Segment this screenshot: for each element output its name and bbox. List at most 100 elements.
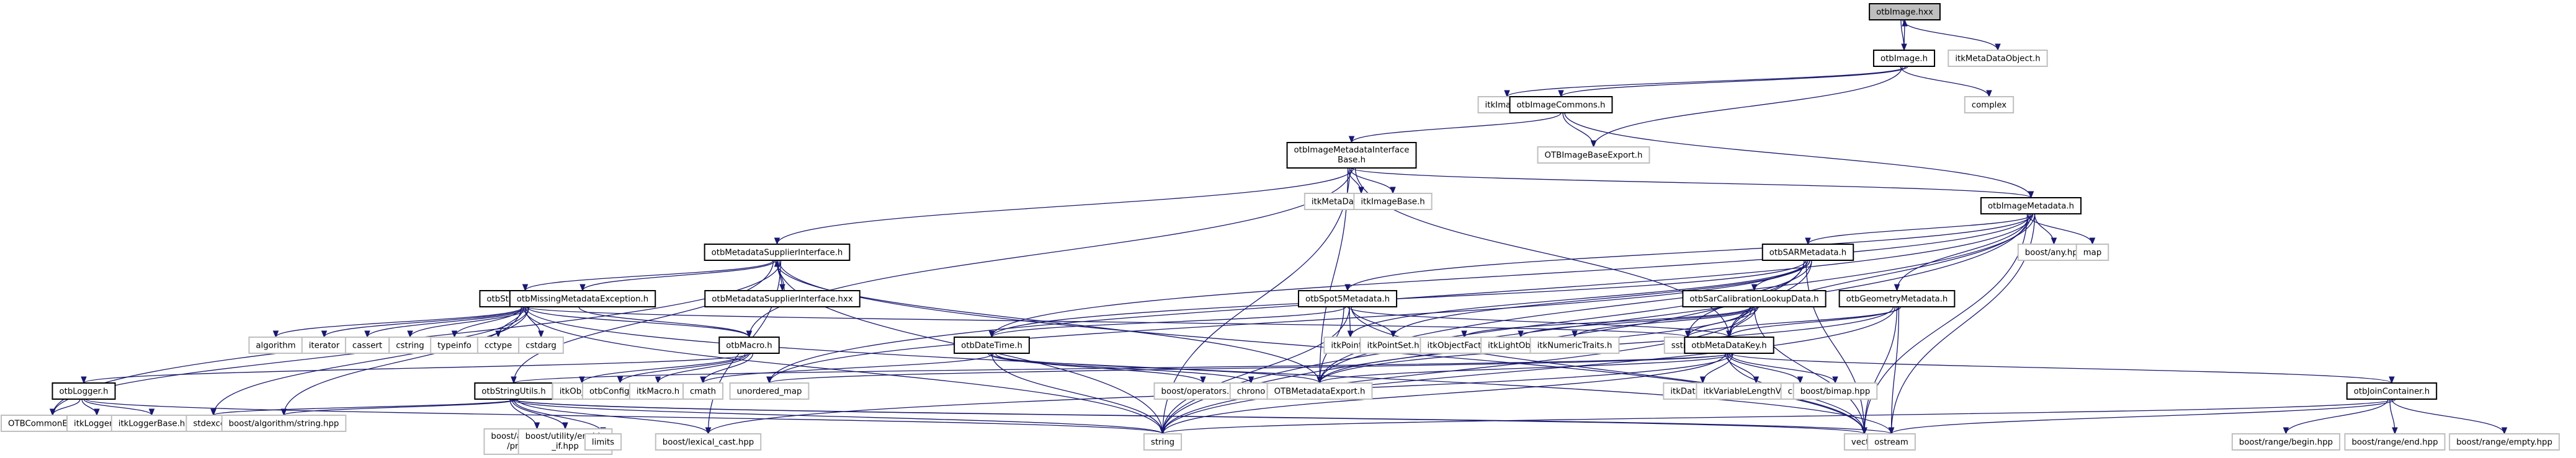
node-otbmetadataexport: OTBMetadataExport.h: [1266, 382, 1373, 400]
node-label: otbStringUtils.h: [481, 387, 545, 397]
arrowhead: [272, 330, 279, 338]
edge-otbimagemetadata-to-otbspot5metadata: [1347, 213, 2034, 291]
node-otbimagemetadata[interactable]: otbImageMetadata.h: [1980, 197, 2082, 214]
arrowhead: [1344, 284, 1351, 292]
node-otbmacro[interactable]: otbMacro.h: [718, 337, 780, 354]
edge-otbgeometrymetadata-to-ostream: [1890, 306, 1900, 434]
edge-otbmetadatakey-to-boost_bimap: [1729, 353, 1836, 384]
node-label: boost/range/empty.hpp: [2456, 438, 2552, 447]
edge-otbspot5metadata-to-otbdatetime: [991, 306, 1346, 338]
node-otbsarmetadata[interactable]: otbSARMetadata.h: [1761, 244, 1854, 261]
node-ostream: ostream: [1867, 433, 1916, 451]
node-box: [628, 382, 687, 400]
edge-otbmacro-to-otbconfigure: [619, 353, 748, 384]
arrowhead: [988, 330, 995, 338]
edge-otbsarcalibrationlookupdata-to-otbmetadatakey: [1729, 306, 1757, 338]
node-otbimage-h[interactable]: otbImage.h: [1872, 50, 1936, 67]
node-otbmissingmetadataexception[interactable]: otbMissingMetadataException.h: [509, 290, 656, 307]
node-label: otbSarCalibrationLookupData.h: [1689, 295, 1818, 304]
node-box: [1297, 290, 1398, 307]
node-otbgeometrymetadata[interactable]: otbGeometryMetadata.h: [1838, 290, 1956, 307]
node-otbstringutils[interactable]: otbStringUtils.h: [474, 382, 553, 400]
node-box: [704, 290, 861, 307]
node-label: boost/range/begin.hpp: [2239, 438, 2333, 447]
edge-otbmacro-to-otblogger: [83, 353, 752, 384]
edge-otbstringutilities-to-cassert: [367, 306, 528, 338]
node-otbimagecommons[interactable]: otbImageCommons.h: [1509, 96, 1613, 113]
edge-otbstringutils-to-limits: [513, 399, 604, 434]
node-box: [110, 415, 193, 432]
node-box: [509, 290, 656, 307]
node-label: limits: [592, 438, 614, 447]
edge-otbspot5metadata-to-string: [1162, 306, 1350, 434]
edge-otbmacro-to-itkmacro: [657, 353, 750, 384]
arrowhead: [1317, 376, 1323, 384]
edge-otbmetadatakey-to-cstdio: [1727, 353, 1801, 384]
node-label: itkMetaDataObject.h: [1955, 55, 2040, 64]
edge-otbimagemetadata-to-boost_any: [2034, 213, 2055, 245]
arrowhead: [1504, 90, 1510, 98]
node-box: [1964, 96, 2015, 113]
node-otbmetadatasupplierinterface-hxx[interactable]: otbMetadataSupplierInterface.hxx: [704, 290, 861, 307]
arrowhead: [522, 284, 529, 292]
node-label: otbImage.h: [1881, 55, 1928, 64]
arrowhead: [538, 330, 544, 338]
node-otbmetadatasupplierinterface[interactable]: otbMetadataSupplierInterface.h: [704, 244, 851, 261]
node-boost-range-end: boost/range/end.hpp: [2344, 433, 2446, 451]
edge-otbdatetime-to-cmath: [702, 353, 995, 384]
node-box: [718, 337, 780, 354]
edge-otbsarmetadata-to-unordered_map: [769, 260, 1809, 384]
edge-otbstringutilities-to-cstring: [409, 306, 530, 338]
node-otbimage-hxx[interactable]: otbImage.hxx: [1869, 3, 1941, 20]
arrowhead: [407, 330, 413, 338]
edge-otbimagemetadata-to-otbsarmetadata: [1807, 213, 2034, 245]
node-otbspot5metadata[interactable]: otbSpot5Metadata.h: [1297, 290, 1398, 307]
arrowhead: [1894, 284, 1900, 292]
edge-otbimagecommons-to-otbimagemetadata: [1564, 112, 2032, 198]
edge-otbmetadatakey-to-string: [1162, 353, 1726, 434]
node-otbmetadatakey[interactable]: otbMetaDataKey.h: [1684, 337, 1774, 354]
node-box: [1509, 96, 1613, 113]
edge-otbimage_h-to-itkimage: [1506, 66, 1907, 97]
node-label: otbImageMetadataInterface: [1294, 146, 1410, 155]
node-label: itkNumericTraits.h: [1537, 341, 1612, 351]
node-box: [584, 433, 622, 451]
arrowhead: [617, 376, 624, 384]
edge-otbstringutils-to-ostream: [513, 399, 1892, 434]
arrowhead: [655, 376, 661, 384]
node-label: typeinfo: [437, 341, 472, 351]
edge-otbstringutils-to-string: [509, 399, 1163, 434]
edge-otbstringutils-to-boost_algorithm_string: [283, 399, 518, 416]
node-otblogger[interactable]: otbLogger.h: [51, 382, 116, 400]
node-itkpointset: itkPointSet.h: [1359, 337, 1427, 354]
node-label: otbLogger.h: [59, 387, 108, 397]
node-label: otbJoinContainer.h: [2354, 387, 2430, 397]
node-label: boost/bimap.hpp: [1800, 387, 1871, 397]
node-string: string: [1143, 433, 1183, 451]
arrowhead: [2501, 427, 2508, 435]
edge-otbmetadatasupplierinterface-to-otbstringutilities: [524, 260, 774, 291]
node-otbjoincontainer[interactable]: otbJoinContainer.h: [2346, 382, 2438, 400]
node-label: Base.h: [1338, 156, 1366, 165]
node-label: complex: [1972, 101, 2006, 110]
edge-otbgeometrymetadata-to-string: [1162, 306, 1896, 434]
node-label: iterator: [309, 341, 340, 351]
edge-otbimage_h-to-complex: [1900, 66, 1990, 97]
node-otbdatetime[interactable]: otbDateTime.h: [954, 337, 1030, 354]
edge-otbimagemetadata-to-ostream: [1890, 213, 2036, 434]
node-otbimagebaseexport: OTBImageBaseExport.h: [1537, 146, 1650, 164]
edge-otbimagemetadata-to-otbdatetime: [991, 213, 2032, 338]
edge-otbsarcalibrationlookupdata-to-itkobjectfactory: [1464, 306, 1751, 338]
node-otbsarcalibrationlookupdata[interactable]: otbSarCalibrationLookupData.h: [1682, 290, 1827, 307]
node-box: [1980, 197, 2082, 214]
node-label: OTBMetadataExport.h: [1274, 387, 1366, 397]
node-label: otbSARMetadata.h: [1769, 249, 1846, 258]
arrowhead: [81, 376, 87, 384]
node-box: [476, 337, 520, 354]
arrowhead: [2392, 427, 2398, 435]
edge-otbstringutilities-to-string: [522, 306, 1163, 434]
node-complex: complex: [1964, 96, 2015, 113]
edge-otbimage_h-to-otbimagecommons: [1560, 66, 1908, 97]
edge-otbjoincontainer-to-ostream: [1890, 399, 2396, 434]
